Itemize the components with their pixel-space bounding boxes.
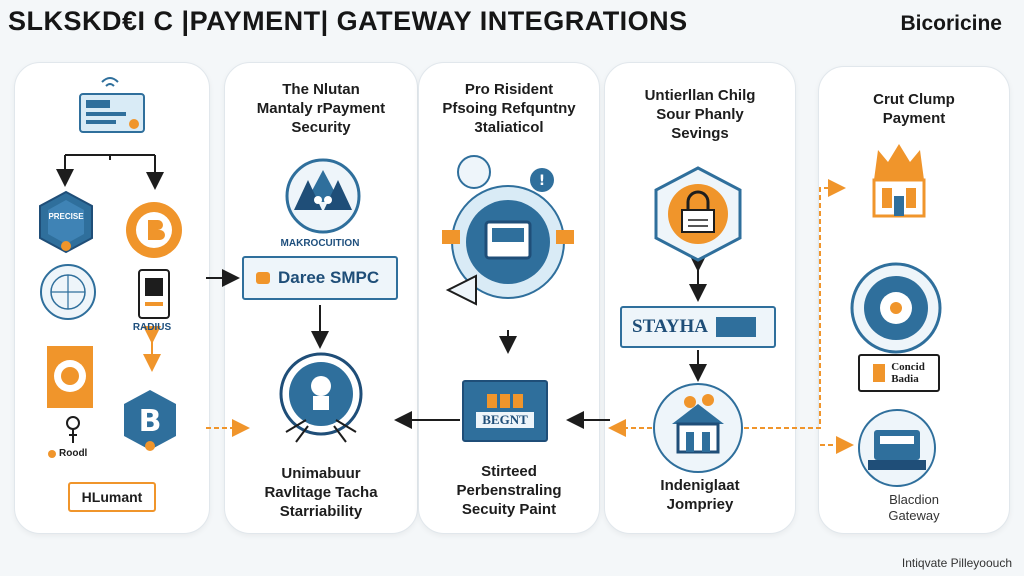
panel2-bottom-text: Unimabuur Ravlitage Tacha Starriability — [264, 465, 378, 520]
panel4-top-text: Untierllan Chilg Sour Phanly Sevings — [644, 87, 756, 142]
orange-coin-tall-icon — [47, 346, 93, 408]
terminal-icon — [138, 269, 170, 319]
storefront-orange-icon — [872, 144, 926, 218]
padlock-hexagon-icon — [654, 166, 742, 262]
bitcoin-blue-icon: B — [124, 390, 176, 451]
hlumant-box[interactable]: HLumant — [68, 482, 156, 512]
concid-mark-icon — [873, 364, 886, 382]
stayha-box[interactable]: STAYHA — [620, 306, 776, 348]
key-hook-icon — [66, 416, 80, 443]
bank-building-icon — [653, 383, 743, 473]
roodl-label: Roodl — [48, 448, 87, 459]
brand-logo: Bicoricine — [900, 12, 1002, 35]
vault-badge-icon — [850, 262, 942, 354]
panel5-top-text: Crut Clump Payment — [873, 91, 955, 127]
precise-badge: PRECISE — [34, 190, 98, 254]
bitcoin-orange-icon — [126, 202, 182, 258]
panel3-bottom-text: Stirteed Perbenstraling Secuity Paint — [456, 463, 562, 518]
page-title: SLKSKD€I C |PAYMENT| GATEWAY INTEGRATION… — [8, 6, 688, 36]
concid-badia-box[interactable]: Concid Badia — [858, 354, 940, 392]
svg-text:!: ! — [539, 173, 545, 189]
tree-connector — [64, 154, 156, 183]
shield-owl-icon — [285, 158, 361, 234]
chat-bubble-icon — [256, 272, 270, 284]
svg-text:B: B — [139, 404, 162, 439]
daree-smpc-box[interactable]: Daree SMPC — [242, 256, 398, 300]
card-reader-icon — [858, 409, 936, 487]
precise-badge-label: PRECISE — [48, 212, 84, 221]
payment-terminal-cluster-icon: ! — [442, 155, 574, 306]
wifi-device-icon — [79, 77, 145, 133]
panel3-top-text: Pro Risident Pfsoing Refquntny 3taliatic… — [442, 81, 576, 136]
panel4-bottom-text: Indeniglaat Jompriey — [660, 477, 740, 513]
trophy-crown-icon — [279, 352, 363, 443]
begnt-box[interactable]: BEGNT — [462, 380, 548, 442]
footer-note: Intiqvate Pilleyoouch — [901, 556, 1012, 570]
panel2-top-text: The Nlutan Mantaly rPayment Security — [256, 81, 386, 136]
panel5-bottom-text: Blacdion Gateway — [888, 492, 940, 523]
begnt-graphic-icon — [487, 394, 523, 408]
stayha-tag-icon — [716, 317, 757, 337]
makrocuition-label: MAKROCUITION — [280, 238, 360, 249]
radius-label: RADIUS — [132, 322, 172, 333]
roodl-dot-icon — [48, 449, 56, 458]
globe-seal-icon — [40, 264, 96, 320]
